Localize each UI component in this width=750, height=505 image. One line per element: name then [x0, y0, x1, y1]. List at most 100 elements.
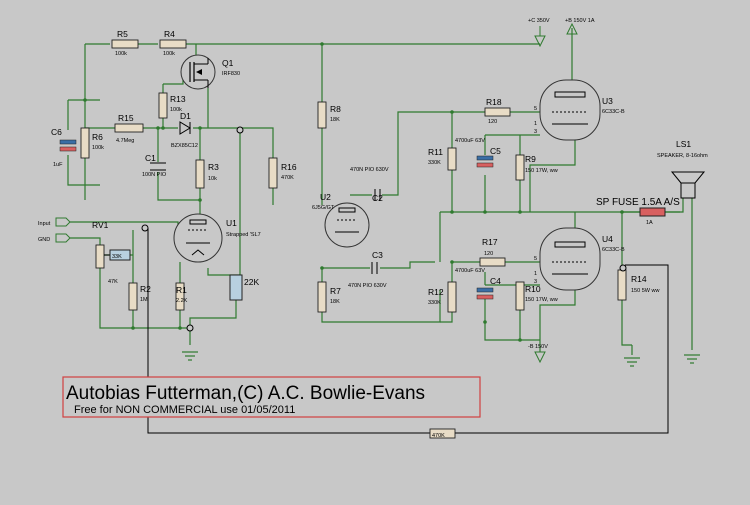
- input-terminals: Input GND: [38, 217, 71, 243]
- svg-text:330K: 330K: [428, 160, 441, 166]
- svg-text:C4: C4: [490, 276, 501, 286]
- svg-text:D1: D1: [180, 111, 191, 121]
- svg-text:4700uF 63V: 4700uF 63V: [455, 268, 485, 274]
- rail-minus-b: -B 150V: [528, 344, 548, 364]
- svg-text:150 17W, ww: 150 17W, ww: [525, 297, 558, 303]
- svg-text:47K: 47K: [108, 279, 118, 285]
- svg-text:470N PIO 630V: 470N PIO 630V: [348, 283, 387, 289]
- open-terminals: [141, 126, 627, 332]
- svg-text:C3: C3: [372, 250, 383, 260]
- svg-text:Q1: Q1: [222, 58, 234, 68]
- resistor-r4: R4 100k: [159, 29, 187, 57]
- svg-text:C1: C1: [145, 153, 156, 163]
- svg-text:330K: 330K: [428, 300, 441, 306]
- title-text: Autobias Futterman,(C) A.C. Bowlie-Evans: [66, 383, 425, 404]
- svg-text:1: 1: [534, 121, 537, 127]
- svg-text:R3: R3: [208, 162, 219, 172]
- svg-text:R17: R17: [482, 237, 498, 247]
- svg-text:150 5W ww: 150 5W ww: [631, 288, 659, 294]
- svg-text:1A: 1A: [646, 220, 653, 226]
- resistor-22k: 22K: [229, 274, 259, 301]
- rail-plus-c: +C 350V: [528, 18, 550, 48]
- resistor-r1: R1 2.2K: [175, 282, 188, 311]
- svg-text:Strapped 'SL7: Strapped 'SL7: [226, 232, 261, 238]
- resistor-r12: R12 330K: [428, 281, 457, 313]
- svg-text:100k: 100k: [92, 145, 104, 151]
- tube-u2: U2 6J5G/GT: [312, 192, 370, 248]
- resistor-r14: R14 150 5W ww: [617, 269, 659, 301]
- svg-text:U3: U3: [602, 96, 613, 106]
- svg-text:U2: U2: [320, 192, 331, 202]
- svg-text:IRF830: IRF830: [222, 71, 240, 77]
- resistor-r18: R18 120: [484, 97, 511, 125]
- svg-text:3: 3: [534, 129, 537, 135]
- svg-text:R12: R12: [428, 287, 444, 297]
- svg-text:4.7Meg: 4.7Meg: [116, 138, 134, 144]
- rail-plus-b-label: +B 150V 1A: [565, 18, 595, 24]
- wires: [67, 28, 693, 355]
- svg-text:R11: R11: [428, 147, 443, 157]
- subtitle-text: Free for NON COMMERCIAL use 01/05/2011: [74, 404, 295, 416]
- resistor-r11: R11 330K: [428, 147, 457, 171]
- svg-text:R14: R14: [631, 274, 647, 284]
- rail-plus-c-label: +C 350V: [528, 18, 550, 24]
- svg-text:470K: 470K: [432, 433, 445, 439]
- svg-text:R5: R5: [117, 29, 128, 39]
- svg-text:6C33C-B: 6C33C-B: [602, 109, 625, 115]
- feedback-wire-right: [455, 264, 669, 434]
- junctions: [83, 42, 624, 342]
- diode-d1: D1 BZX85C12: [171, 111, 198, 149]
- resistor-r8: R8 18K: [317, 101, 341, 129]
- svg-text:R10: R10: [525, 284, 541, 294]
- svg-text:RV1: RV1: [92, 220, 109, 230]
- svg-text:3: 3: [534, 279, 537, 285]
- svg-text:18K: 18K: [330, 299, 340, 305]
- cap-c1: C1 100N PIO: [142, 153, 167, 178]
- resistor-r7: R7 18K: [317, 281, 341, 313]
- svg-text:100k: 100k: [170, 107, 182, 113]
- resistor-r5: R5 100k: [111, 29, 139, 57]
- svg-text:LS1: LS1: [676, 139, 691, 149]
- resistor-r6: R6 100k: [80, 127, 104, 159]
- resistor-r9: R9 150 17W, ww: [515, 154, 558, 181]
- svg-text:1M: 1M: [140, 297, 148, 303]
- svg-text:C5: C5: [490, 146, 501, 156]
- cap-c5: C5 4700uF 63V: [455, 138, 501, 168]
- cap-c6: C6 1uF: [51, 127, 77, 168]
- svg-text:U1: U1: [226, 218, 237, 228]
- svg-text:100k: 100k: [163, 51, 175, 57]
- svg-text:22K: 22K: [244, 277, 259, 287]
- tube-u4: U4 6C33C-B 5 1 3: [534, 227, 625, 291]
- resistor-r13: R13 100k: [158, 92, 186, 119]
- cap-c4: C4 4700uF 63V: [455, 268, 501, 300]
- svg-text:R18: R18: [486, 97, 502, 107]
- cap-c2: C2 470N PIO 630V: [350, 167, 389, 203]
- svg-text:R13: R13: [170, 94, 186, 104]
- svg-text:2.2K: 2.2K: [176, 298, 188, 304]
- svg-text:5: 5: [534, 256, 537, 262]
- svg-text:100N PIO: 100N PIO: [142, 172, 167, 178]
- svg-text:R2: R2: [140, 284, 151, 294]
- svg-text:1uF: 1uF: [53, 162, 63, 168]
- mosfet-q1: Q1 IRF830: [180, 54, 240, 90]
- resistor-r15: R15 4.7Meg: [114, 113, 144, 144]
- cap-c3: C3 470N PIO 630V: [348, 250, 387, 289]
- svg-text:BZX85C12: BZX85C12: [171, 143, 198, 149]
- tube-u1: U1 Strapped 'SL7: [173, 213, 261, 263]
- svg-text:1: 1: [534, 271, 537, 277]
- svg-text:6J5G/GT: 6J5G/GT: [312, 205, 335, 211]
- gnd-label: GND: [38, 237, 50, 243]
- svg-text:18K: 18K: [330, 117, 340, 123]
- svg-text:470N PIO 630V: 470N PIO 630V: [350, 167, 389, 173]
- svg-text:150 17W, ww: 150 17W, ww: [525, 168, 558, 174]
- svg-text:R8: R8: [330, 104, 341, 114]
- svg-text:R15: R15: [118, 113, 134, 123]
- resistor-r2: R2 1M: [128, 282, 151, 311]
- svg-text:R6: R6: [92, 132, 103, 142]
- fuse: SP FUSE 1.5A A/S 1A: [596, 197, 680, 226]
- svg-text:120: 120: [484, 251, 493, 257]
- svg-text:470K: 470K: [281, 175, 294, 181]
- svg-text:120: 120: [488, 119, 497, 125]
- svg-text:100k: 100k: [115, 51, 127, 57]
